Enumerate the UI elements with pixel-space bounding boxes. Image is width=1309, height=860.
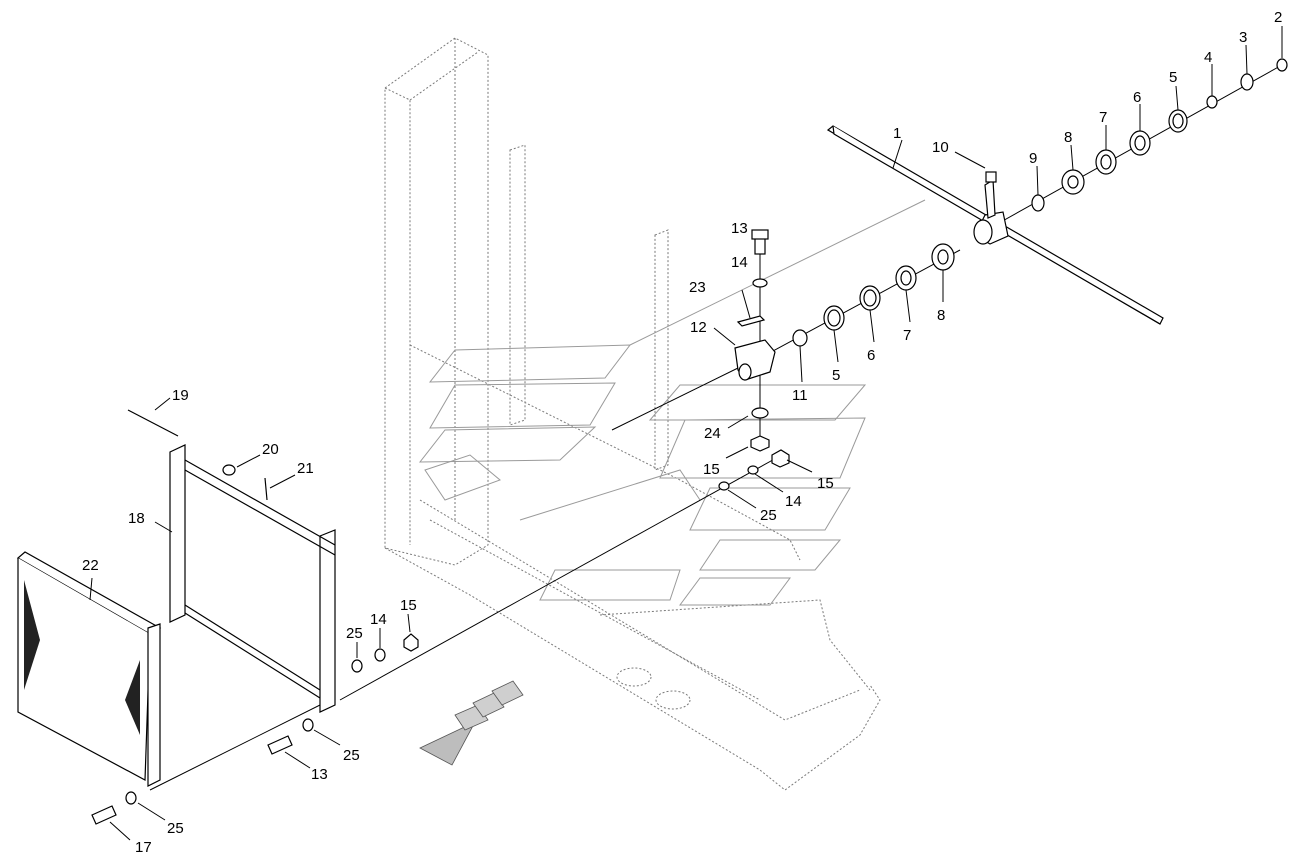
callout-7: 7: [1099, 109, 1107, 126]
callout-8: 8: [937, 307, 945, 324]
cross-bar: [826, 125, 1164, 325]
chassis-frame: [384, 37, 926, 791]
pivot-bracket: [718, 229, 790, 491]
callout-5: 5: [832, 367, 840, 384]
callout-labels: 1 2 3 4 5 6 7 8 9 10 13 14 23 12 11 5 6 …: [82, 9, 1282, 856]
callout-20: 20: [262, 441, 279, 458]
callout-25: 25: [346, 625, 363, 642]
callout-25: 25: [343, 747, 360, 764]
callout-9: 9: [1029, 150, 1037, 167]
callout-14: 14: [731, 254, 748, 271]
callout-11: 11: [792, 387, 808, 404]
callout-2: 2: [1274, 9, 1282, 26]
callout-3: 3: [1239, 29, 1247, 46]
callout-14: 14: [785, 493, 802, 510]
callout-18: 18: [128, 510, 145, 527]
callout-10: 10: [932, 139, 949, 156]
callout-23: 23: [689, 279, 706, 296]
shaft-rings: [792, 58, 1288, 347]
lower-fasteners: [91, 633, 419, 825]
callout-5: 5: [1169, 69, 1177, 86]
callout-17: 17: [135, 839, 152, 856]
callout-25: 25: [760, 507, 777, 524]
callout-15: 15: [703, 461, 720, 478]
cooler-frame: [127, 409, 336, 713]
callout-22: 22: [82, 557, 99, 574]
callout-12: 12: [690, 319, 707, 336]
cooler-core: [16, 551, 162, 787]
callout-6: 6: [867, 347, 875, 364]
leader-lines: [89, 26, 1283, 841]
callout-24: 24: [704, 425, 721, 442]
callout-1: 1: [893, 125, 901, 142]
callout-6: 6: [1133, 89, 1141, 106]
callout-15: 15: [400, 597, 417, 614]
callout-19: 19: [172, 387, 189, 404]
callout-7: 7: [903, 327, 911, 344]
callout-13: 13: [731, 220, 748, 237]
direction-arrow-icon: [419, 680, 524, 766]
callout-13: 13: [311, 766, 328, 783]
callout-14: 14: [370, 611, 387, 628]
callout-4: 4: [1204, 49, 1212, 66]
callout-21: 21: [297, 460, 314, 477]
callout-8: 8: [1064, 129, 1072, 146]
callout-25: 25: [167, 820, 184, 837]
callout-15: 15: [817, 475, 834, 492]
